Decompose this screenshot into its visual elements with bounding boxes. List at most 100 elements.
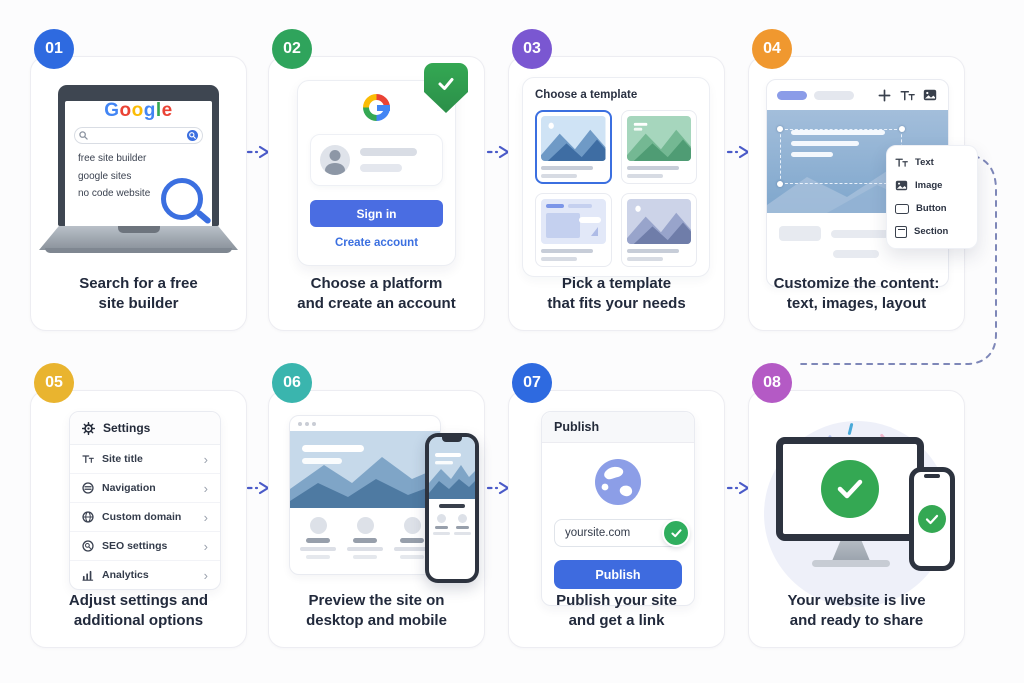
publish-dialog: Publish yoursite.com Publish xyxy=(541,411,695,606)
text-icon xyxy=(82,455,94,463)
settings-item-navigation[interactable]: Navigation› xyxy=(70,474,220,503)
text-icon xyxy=(895,158,908,167)
search-suggestions: free site builder google sites no code w… xyxy=(78,150,212,203)
step-badge-07: 07 xyxy=(512,363,552,403)
template-thumbnail-mountains-blue xyxy=(541,116,606,161)
suggestion-item[interactable]: google sites xyxy=(78,170,132,182)
template-thumbnail-mountains-green xyxy=(626,116,691,161)
google-g-logo xyxy=(363,94,390,121)
toolbar-active-pill xyxy=(777,90,807,100)
toolbar-pill xyxy=(814,90,854,100)
url-valid-check-icon xyxy=(662,519,690,547)
menu-item-image[interactable]: Image xyxy=(895,174,969,197)
section-icon xyxy=(895,225,907,238)
search-input[interactable] xyxy=(74,127,203,144)
template-thumbnail-wireframe xyxy=(541,199,606,244)
step-card-03: 03 Choose a template xyxy=(508,29,725,331)
signin-panel: Sign in Create account xyxy=(297,80,456,266)
phone-notch xyxy=(924,474,940,478)
template-tile-selected[interactable] xyxy=(535,110,612,184)
navigation-icon xyxy=(82,482,94,494)
template-chooser-title: Choose a template xyxy=(535,89,638,101)
site-url-input[interactable]: yoursite.com xyxy=(554,519,682,547)
step-card-02: 02 Sign in Create account Choose a platf… xyxy=(268,29,485,331)
step-badge-04: 04 xyxy=(752,29,792,69)
account-card[interactable] xyxy=(310,134,443,186)
insert-elements-menu: Text Image Button Section xyxy=(886,145,978,249)
mobile-phone xyxy=(909,467,955,571)
settings-header: Settings xyxy=(70,412,220,445)
desktop-preview-window xyxy=(289,415,441,575)
template-thumbnail-mountains-lavender xyxy=(626,199,691,244)
globe-icon xyxy=(82,511,94,523)
settings-item-seo[interactable]: SEO settings› xyxy=(70,532,220,561)
publish-button[interactable]: Publish xyxy=(554,560,682,589)
settings-item-site-title[interactable]: Site title› xyxy=(70,445,220,474)
laptop-screen: Google free site builder google sites no… xyxy=(58,85,219,230)
laptop-base-edge xyxy=(45,248,232,253)
site-hero-preview xyxy=(290,431,440,508)
create-account-link[interactable]: Create account xyxy=(334,237,419,249)
text-icon[interactable] xyxy=(899,87,915,103)
step-card-05: 05 Settings Site title› Navigation› Cust… xyxy=(30,363,247,648)
step-caption-04: Customize the content:text, images, layo… xyxy=(773,274,940,312)
step-card-04: 04 xyxy=(748,29,978,331)
search-submit-icon[interactable] xyxy=(187,130,198,141)
settings-item-analytics[interactable]: Analytics› xyxy=(70,561,220,589)
image-icon[interactable] xyxy=(922,87,938,103)
step-badge-05: 05 xyxy=(34,363,74,403)
selection-box[interactable] xyxy=(777,126,905,187)
template-tile[interactable] xyxy=(620,110,697,184)
step-badge-08: 08 xyxy=(752,363,792,403)
monitor-stand xyxy=(832,541,870,561)
step-badge-02: 02 xyxy=(272,29,312,69)
menu-item-section[interactable]: Section xyxy=(895,220,969,243)
account-placeholder-lines xyxy=(360,148,433,172)
search-icon xyxy=(82,540,94,552)
monitor-stand-base xyxy=(812,560,890,567)
step-badge-01: 01 xyxy=(34,29,74,69)
step-card-07: 07 Publish yoursite.com Publish P xyxy=(508,363,725,648)
template-tile[interactable] xyxy=(535,193,612,267)
laptop-base xyxy=(39,226,238,250)
globe-icon xyxy=(595,459,641,505)
avatar xyxy=(320,145,350,175)
search-icon xyxy=(79,131,88,140)
mobile-preview-phone xyxy=(425,433,479,583)
settings-menu: Settings Site title› Navigation› Custom … xyxy=(69,411,221,590)
template-chooser-panel: Choose a template xyxy=(522,77,710,277)
editor-toolbar xyxy=(767,80,948,110)
publish-dialog-title: Publish xyxy=(542,412,694,443)
browser-dots xyxy=(290,416,440,431)
step-badge-06: 06 xyxy=(272,363,312,403)
success-check-icon xyxy=(821,460,879,518)
analytics-icon xyxy=(82,570,94,581)
settings-item-custom-domain[interactable]: Custom domain› xyxy=(70,503,220,532)
step-card-06: 06 xyxy=(268,363,485,648)
sign-in-button[interactable]: Sign in xyxy=(310,200,443,227)
step-card-01: 01 Google free site builder google sites… xyxy=(30,29,247,331)
menu-item-button[interactable]: Button xyxy=(895,197,969,220)
suggestion-item[interactable]: free site builder xyxy=(78,153,147,164)
menu-item-text[interactable]: Text xyxy=(895,151,969,174)
magnifier-icon xyxy=(161,178,203,220)
suggestion-item[interactable]: no code website xyxy=(78,188,151,199)
template-tile[interactable] xyxy=(620,193,697,267)
button-icon xyxy=(895,203,909,214)
phone-notch xyxy=(442,437,462,442)
desktop-monitor xyxy=(776,437,924,541)
step-badge-03: 03 xyxy=(512,29,552,69)
content-columns xyxy=(290,508,440,559)
add-icon[interactable] xyxy=(876,87,892,103)
gear-icon xyxy=(82,421,95,435)
google-logo: Google xyxy=(104,100,173,121)
image-icon xyxy=(895,180,908,191)
